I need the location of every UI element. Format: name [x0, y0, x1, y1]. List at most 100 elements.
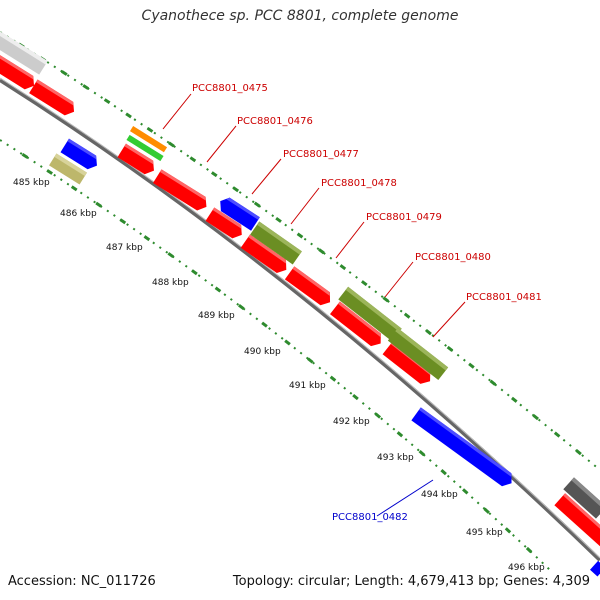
scale-label: 487 kbp	[106, 243, 143, 253]
major-tick	[440, 469, 447, 476]
scale-labels: 485 kbp 486 kbp 487 kbp 488 kbp 489 kbp …	[13, 178, 545, 573]
feature-dark-grey-block[interactable]	[563, 477, 600, 519]
major-tick	[214, 286, 222, 293]
major-tick	[168, 141, 175, 148]
gene-label-0481[interactable]: PCC8801_0481	[466, 292, 542, 303]
feature-olive-0480[interactable]	[338, 286, 402, 342]
major-tick	[167, 252, 175, 259]
scale-label: 491 kbp	[289, 381, 326, 391]
major-tick	[125, 112, 132, 119]
major-tick	[95, 201, 102, 208]
gene-label-0476[interactable]: PCC8801_0476	[237, 116, 313, 127]
accession-text: Accession: NC_011726	[8, 574, 156, 589]
gene-label-0482[interactable]: PCC8801_0482	[332, 512, 408, 523]
major-tick	[275, 216, 282, 223]
major-tick	[232, 186, 240, 193]
scale-label: 495 kbp	[466, 528, 503, 538]
feature-orange-block[interactable]	[129, 126, 168, 153]
major-tick	[46, 169, 53, 175]
cds-blue-0482[interactable]	[411, 407, 516, 489]
cds-red-right[interactable]	[554, 493, 600, 552]
major-tick	[396, 431, 404, 438]
cds-red-0475[interactable]	[117, 143, 158, 178]
genome-info-text: Topology: circular; Length: 4,679,413 bp…	[232, 574, 590, 589]
scale-label: 493 kbp	[377, 453, 414, 463]
major-tick	[553, 431, 561, 438]
major-tick	[238, 304, 245, 311]
cds-red-0476[interactable]	[153, 169, 211, 213]
major-tick	[511, 396, 518, 403]
major-tick	[374, 412, 382, 419]
scale-label: 496 kbp	[508, 563, 545, 573]
major-tick	[532, 414, 539, 421]
major-tick	[483, 507, 490, 514]
major-tick	[489, 379, 497, 386]
map-title: Cyanothece sp. PCC 8801, complete genome	[141, 8, 459, 24]
major-tick	[261, 321, 268, 328]
gene-label-0478[interactable]: PCC8801_0478	[321, 178, 397, 189]
major-tick	[60, 70, 68, 76]
major-tick	[210, 171, 218, 178]
major-tick	[575, 449, 582, 456]
gene-label-leaders	[162, 93, 466, 517]
feature-grey-block[interactable]	[0, 28, 48, 75]
gene-label-0477[interactable]: PCC8801_0477	[283, 149, 359, 160]
major-tick	[339, 264, 347, 271]
major-tick	[462, 488, 469, 495]
cds-red-0477[interactable]	[205, 207, 247, 241]
major-tick	[103, 98, 111, 105]
major-tick	[296, 232, 304, 239]
outer-major-ticks	[18, 42, 582, 456]
major-tick	[119, 218, 127, 225]
feature-khaki-block[interactable]	[49, 153, 87, 185]
gene-label-0479[interactable]: PCC8801_0479	[366, 212, 442, 223]
feature-olive-0481[interactable]	[387, 327, 449, 381]
genome-backbone-highlight	[0, 77, 600, 559]
major-tick	[446, 345, 454, 352]
major-tick	[191, 269, 198, 276]
cds-red-1[interactable]	[0, 53, 38, 93]
major-tick	[468, 362, 475, 369]
feature-green-block[interactable]	[126, 134, 164, 162]
major-tick	[284, 339, 291, 346]
cds-red-0480[interactable]	[330, 301, 386, 349]
major-tick	[418, 450, 426, 457]
major-tick	[307, 357, 314, 364]
feature-olive-0478[interactable]	[250, 221, 302, 265]
cds-blue-edge[interactable]	[590, 560, 600, 577]
major-tick	[504, 527, 512, 534]
scale-label: 492 kbp	[333, 417, 370, 427]
scale-label: 486 kbp	[60, 209, 97, 219]
scale-label: 489 kbp	[198, 311, 235, 321]
major-tick	[318, 248, 325, 255]
cds-blue-0477[interactable]	[216, 194, 260, 231]
genome-backbone	[0, 78, 600, 562]
inner-major-ticks	[21, 153, 533, 554]
cds-red-0478[interactable]	[240, 234, 291, 277]
gene-label-0480[interactable]: PCC8801_0480	[415, 252, 491, 263]
major-tick	[360, 280, 368, 287]
major-tick	[82, 84, 90, 90]
inner-tick-ring	[0, 139, 551, 571]
major-tick	[146, 126, 154, 133]
major-tick	[329, 375, 337, 382]
scale-label: 485 kbp	[13, 178, 50, 188]
major-tick	[352, 393, 359, 401]
cds-red-0479[interactable]	[284, 266, 335, 308]
scale-label: 494 kbp	[421, 490, 458, 500]
major-tick	[21, 153, 29, 159]
major-tick	[253, 201, 261, 208]
major-tick	[403, 312, 411, 319]
scale-label: 488 kbp	[152, 278, 189, 288]
major-tick	[382, 296, 390, 303]
scale-label: 490 kbp	[244, 347, 281, 357]
feature-tracks	[0, 28, 600, 577]
major-tick	[70, 185, 78, 192]
major-tick	[425, 329, 432, 336]
cds-red-2[interactable]	[29, 79, 78, 119]
major-tick	[525, 546, 533, 554]
cds-blue-left[interactable]	[60, 138, 101, 173]
gene-label-0475[interactable]: PCC8801_0475	[192, 83, 268, 94]
